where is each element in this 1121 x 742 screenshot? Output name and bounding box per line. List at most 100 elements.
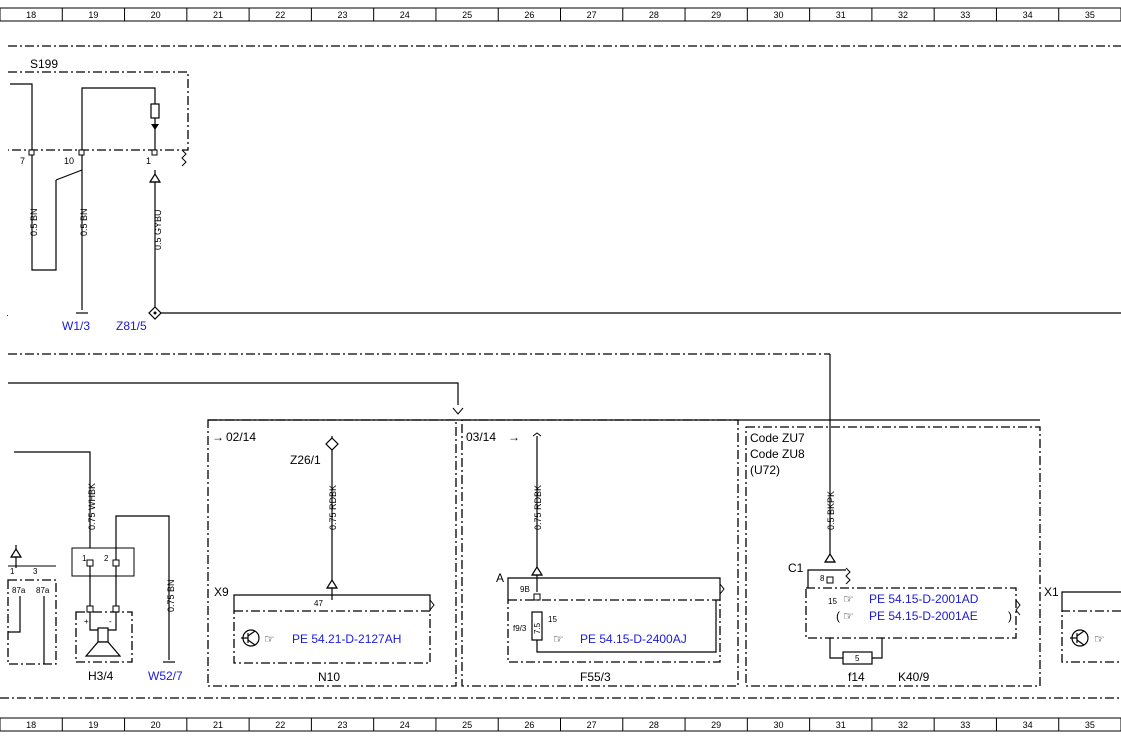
ruler-column-21: 21 <box>213 720 223 730</box>
ruler-column-31: 31 <box>836 10 846 20</box>
transistor-symbol-icon <box>241 629 260 647</box>
ruler-column-28: 28 <box>649 720 659 730</box>
f14-wire-right <box>872 638 883 659</box>
k40-9-module-box <box>805 587 1017 639</box>
h3-4-box <box>75 611 133 663</box>
h3-4-group: 0.75 WHBK 1 3 87a 87a 1 2 0.75 BN W52/7 … <box>7 451 183 683</box>
pin-15-f55: 15 <box>548 615 557 624</box>
ruler-column-22: 22 <box>275 10 285 20</box>
wire-0-75-bn-w52 <box>115 515 170 660</box>
ruler-column-33: 33 <box>960 10 970 20</box>
pe-2001ae-link[interactable]: PE 54.15-D-2001AE <box>869 609 978 623</box>
k40-9-label: K40/9 <box>898 670 930 684</box>
connector-arrow-icon <box>148 172 162 183</box>
f55-3-label: F55/3 <box>580 670 611 684</box>
x1-group: X1 ☞ <box>1044 585 1121 663</box>
ruler-column-23: 23 <box>338 720 348 730</box>
relay-pin-1: 1 <box>10 567 15 576</box>
h3-4-pin-1: 1 <box>82 554 87 563</box>
manual-icon: ☞ <box>264 632 275 646</box>
relay-pin-87a-1: 87a <box>12 586 26 595</box>
ruler-column-34: 34 <box>1023 10 1033 20</box>
h3-4-plus-marker <box>86 605 94 613</box>
manual-icon: ☞ <box>843 592 854 606</box>
ruler-column-25: 25 <box>462 10 472 20</box>
ruler-column-34: 34 <box>1023 720 1033 730</box>
f14-wire-left <box>829 638 843 659</box>
pin-8: 8 <box>820 574 825 583</box>
z81-5-link[interactable]: Z81/5 <box>116 319 147 333</box>
pe-2127ah-link[interactable]: PE 54.21-D-2127AH <box>292 632 401 646</box>
wire-0-5-bn-loop <box>10 83 57 271</box>
manual-icon: ☞ <box>1094 632 1105 646</box>
w1-3-link[interactable]: W1/3 <box>62 319 90 333</box>
pin-7: 7 <box>20 156 25 166</box>
pe-2400aj-link[interactable]: PE 54.15-D-2400AJ <box>580 632 687 646</box>
code-u72: (U72) <box>750 463 780 477</box>
close-paren: ) <box>1008 609 1012 623</box>
relay-connector-arrow-icon <box>9 547 23 558</box>
ruler-column-20: 20 <box>151 10 161 20</box>
horn-speaker-icon <box>84 627 122 657</box>
ruler-column-31: 31 <box>836 720 846 730</box>
pin-1-marker <box>151 149 158 156</box>
wire-label-whbk: 0.75 WHBK <box>87 483 97 530</box>
wire-label-rdbk1: 0.75 RDBK <box>328 485 338 530</box>
ruler-column-26: 26 <box>524 10 534 20</box>
s199-resistor <box>150 103 160 119</box>
pin-10: 10 <box>64 156 74 166</box>
pin-7-marker <box>28 149 35 156</box>
ruler-column-24: 24 <box>400 720 410 730</box>
a-label: A <box>496 571 504 585</box>
ruler-column-18: 18 <box>26 10 36 20</box>
transistor-symbol-icon <box>1070 629 1089 647</box>
ref-0214: 02/14 <box>226 430 256 444</box>
relay-inner-wire-a <box>8 596 21 633</box>
ruler-column-32: 32 <box>898 720 908 730</box>
h3-4-pin-1-marker <box>86 559 94 567</box>
n10-group: → 02/14 Z26/1 0.75 RDBK X9 47 ☞ PE 54.21… <box>207 419 457 687</box>
h3-4-plus: + <box>84 617 89 626</box>
ruler-column-19: 19 <box>88 10 98 20</box>
h3-4-connector-housing <box>71 547 135 577</box>
fuse-rating-5: 5 <box>855 654 860 663</box>
f55-3-outline <box>461 419 739 687</box>
x1-label: X1 <box>1044 585 1059 599</box>
ruler-column-29: 29 <box>711 10 721 20</box>
k40-connector-arrow-icon <box>823 552 837 563</box>
s199-label: S199 <box>30 57 58 71</box>
w52-7-link[interactable]: W52/7 <box>148 669 183 683</box>
c1-connector-frame <box>807 569 846 588</box>
relay-box <box>7 579 57 665</box>
ruler-column-30: 30 <box>773 10 783 20</box>
ruler-column-33: 33 <box>960 720 970 730</box>
ruler-column-18: 18 <box>26 720 36 730</box>
f55-connector-arrow-icon <box>530 565 544 576</box>
manual-icon: ☞ <box>843 609 854 623</box>
ruler-column-32: 32 <box>898 10 908 20</box>
wire-label-rdbk2: 0.75 RDBK <box>533 485 543 530</box>
c1-break-mark <box>845 567 851 585</box>
ruler-column-23: 23 <box>338 10 348 20</box>
ruler-column-27: 27 <box>587 720 597 730</box>
ruler-column-35: 35 <box>1085 720 1095 730</box>
upper-feed-wire <box>8 382 459 405</box>
a-connector-frame <box>507 577 721 600</box>
ruler-column-35: 35 <box>1085 10 1095 20</box>
wire-label-bkpk: 0.5 BKPK <box>826 491 836 530</box>
x9-connector-frame <box>233 594 431 611</box>
a-break-mark <box>719 583 725 595</box>
h3-4-inner-wire <box>89 612 117 631</box>
z26-1-splice-icon <box>325 437 339 451</box>
ruler-column-27: 27 <box>587 10 597 20</box>
f14-label: f14 <box>848 670 865 684</box>
pin-10-bridge <box>55 169 83 181</box>
ruler-column-26: 26 <box>524 720 534 730</box>
x1-module-box <box>1061 610 1121 663</box>
ruler-column-25: 25 <box>462 720 472 730</box>
h3-4-pin-2: 2 <box>104 554 109 563</box>
pin-9b-marker <box>533 593 541 601</box>
pe-2001ad-link[interactable]: PE 54.15-D-2001AD <box>869 592 979 606</box>
ruler-column-19: 19 <box>88 720 98 730</box>
